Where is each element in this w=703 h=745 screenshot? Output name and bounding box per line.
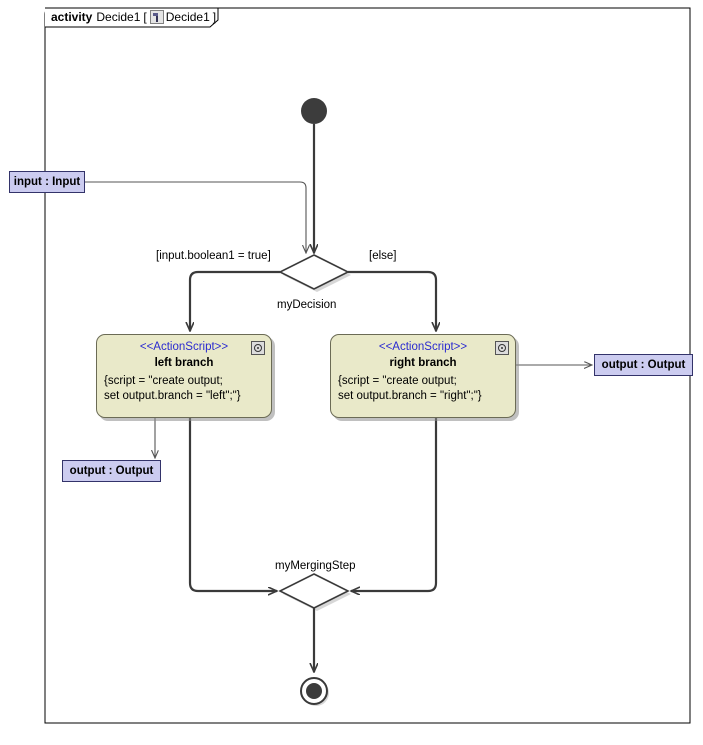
input-pin[interactable]: input : Input	[9, 171, 85, 193]
action-left-body-line2: set output.branch = "left";"}	[104, 390, 241, 402]
initial-node	[301, 98, 327, 124]
edge-decision-to-right-action	[348, 270, 436, 331]
guard-label-true: [input.boolean1 = true]	[156, 250, 271, 262]
merge-label: myMergingStep	[275, 560, 356, 572]
frame-keyword: activity	[51, 10, 93, 24]
script-gear-icon	[495, 341, 509, 355]
decision-node	[278, 254, 351, 292]
frame-label: activity Decide1 [ Decide1 ]	[45, 7, 219, 27]
frame-bracket-close: ]	[212, 10, 217, 24]
action-left-name: left branch	[154, 357, 214, 369]
guard-label-else: [else]	[369, 250, 397, 262]
edge-input-to-decision	[85, 181, 306, 253]
frame-inner-name: Decide1	[165, 10, 210, 24]
activity-final-node	[300, 677, 329, 706]
output-pin-left[interactable]: output : Output	[62, 460, 161, 482]
output-pin-right[interactable]: output : Output	[594, 354, 693, 376]
frame-bracket-open: [	[143, 10, 147, 24]
edge-right-action-to-merge	[351, 418, 438, 591]
edge-left-action-to-merge	[188, 418, 277, 591]
action-left-stereotype: <<ActionScript>>	[139, 341, 229, 353]
action-right-body-line2: set output.branch = "right";"}	[338, 390, 482, 402]
action-right-body-line1: {script = "create output;	[338, 375, 457, 387]
action-left-body-line1: {script = "create output;	[104, 375, 223, 387]
decision-label: myDecision	[277, 299, 337, 311]
edge-decision-to-left-action	[190, 270, 280, 331]
script-gear-icon	[251, 341, 265, 355]
action-right-stereotype: <<ActionScript>>	[378, 341, 468, 353]
activity-diagram-icon	[149, 10, 164, 24]
input-pin-label: input : Input	[13, 176, 81, 188]
action-node-right-branch[interactable]: <<ActionScript>> right branch {script = …	[330, 334, 516, 418]
action-right-name: right branch	[389, 357, 457, 369]
action-node-left-branch[interactable]: <<ActionScript>> left branch {script = "…	[96, 334, 272, 418]
frame-name: Decide1	[96, 10, 141, 24]
output-pin-right-label: output : Output	[601, 359, 686, 371]
output-pin-left-label: output : Output	[69, 465, 154, 477]
merge-node	[278, 573, 351, 611]
diagram-frame	[44, 7, 691, 724]
